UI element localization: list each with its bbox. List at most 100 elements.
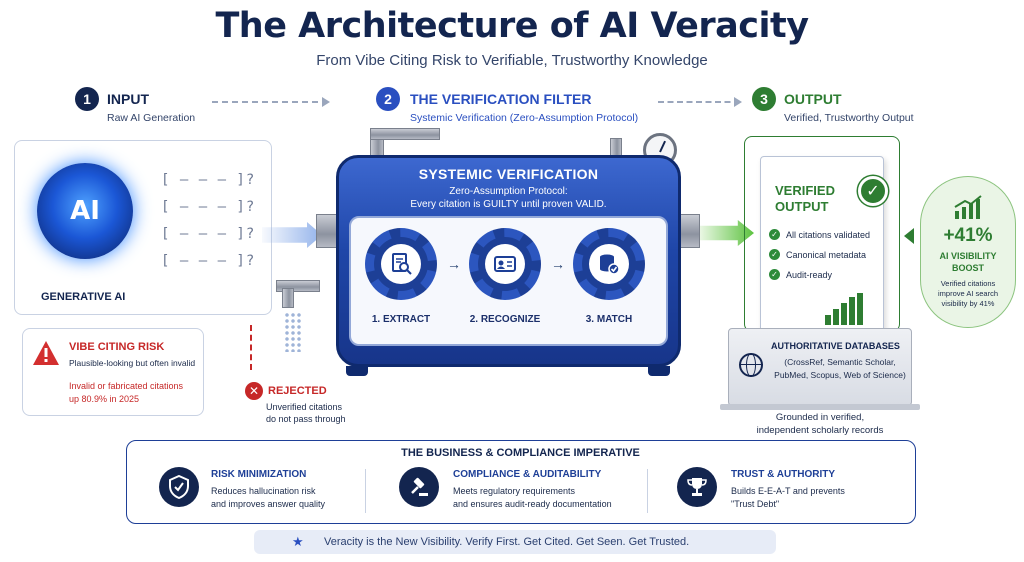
page-subtitle: From Vibe Citing Risk to Verifiable, Tru… [316,52,708,69]
databases-line1: (CrossRef, Semantic Scholar, [784,357,896,367]
risk-stat-line1: Invalid or fabricated citations [69,381,184,391]
bar-chart-icon [825,293,865,330]
boost-label-line2: BOOST [951,263,984,273]
boost-label-line1: AI VISIBILITY [939,251,997,261]
ai-brain-label: AI [70,196,100,226]
risk-stat-line2: up 80.9% in 2025 [69,394,140,404]
ai-brain-icon: AI [37,163,133,259]
check-icon: ✓ [769,249,780,260]
dashed-arrow-2 [658,97,742,107]
bullet-item: ✓ All citations validated [769,229,870,240]
citation-placeholder: [ — — — ]? [161,226,256,242]
step-subtitle-filter: Systemic Verification (Zero-Assumption P… [410,112,639,124]
tagline-pill: ★ Veracity is the New Visibility. Verify… [254,530,776,554]
machine-foot-left [346,366,368,376]
tagline-text: Veracity is the New Visibility. Verify F… [324,536,690,548]
verified-check-badge-icon: ✓ [858,176,888,206]
rejected-particles [284,312,302,352]
verified-title-line2: OUTPUT [775,199,829,214]
step-subtitle-input: Raw AI Generation [107,112,196,124]
reject-dashed-line [250,325,252,370]
match-gear [573,228,645,300]
rejected-line2: do not pass through [266,414,346,424]
risk-title: VIBE CITING RISK [69,341,165,353]
step-title-filter: THE VERIFICATION FILTER [410,91,592,107]
bullet-item: ✓ Audit-ready [769,269,832,280]
bullet-text: Audit-ready [786,269,833,280]
step-title-input: INPUT [107,91,149,107]
business-title: THE BUSINESS & COMPLIANCE IMPERATIVE [401,447,640,459]
drain-pipe-vertical [282,288,294,308]
star-icon: ★ [292,534,304,549]
business-text-risk-2: and improves answer quality [211,499,326,509]
machine-title: SYSTEMIC VERIFICATION [418,166,599,182]
shield-check-icon [159,467,199,507]
stage-label-match: 3. MATCH [585,314,633,325]
pedestal-base [720,404,920,410]
boost-badge: +41% AI VISIBILITY BOOST Verified citati… [920,176,1016,328]
warning-icon [31,339,61,367]
machine-window: → → 1. EXTRACT 2. RECOGNIZE 3. MATCH [349,216,668,346]
boost-pointer-icon [904,228,914,244]
verified-title-line1: VERIFIED [775,183,835,198]
step-number-3: 3 [752,87,776,111]
business-text-trust-1: Builds E-E-A-T and prevents [731,486,845,496]
machine-foot-right [648,366,670,376]
bullet-text: All citations validated [786,229,871,240]
boost-desc-line3: visibility by 41% [941,299,995,308]
step-subtitle-output: Verified, Trustworthy Output [784,112,914,124]
citation-placeholder: [ — — — ]? [161,253,256,269]
vibe-risk-card: VIBE CITING RISK Plausible-looking but o… [22,328,204,416]
business-text-compliance-2: and ensures audit-ready documentation [453,499,612,509]
stage-arrow-icon: → [551,256,565,272]
check-icon: ✓ [769,229,780,240]
globe-icon [739,353,763,377]
boost-value: +41% [943,225,993,246]
boost-desc-line2: improve AI search [937,289,999,298]
business-heading-risk: RISK MINIMIZATION [211,469,307,480]
citation-placeholder: [ — — — ]? [161,199,256,215]
growth-chart-icon [953,195,983,224]
identity-card-icon [494,256,516,272]
stage-label-recognize: 2. RECOGNIZE [469,314,541,325]
reject-x-icon: ✕ [245,382,263,400]
step-title-output: OUTPUT [784,91,842,107]
business-heading-compliance: COMPLIANCE & AUDITABILITY [453,469,602,480]
generative-ai-caption: GENERATIVE AI [41,291,126,303]
stage-arrow-icon: → [447,256,461,272]
machine-protocol-line1: Zero-Assumption Protocol: [449,186,568,197]
extract-gear [365,228,437,300]
business-text-risk-1: Reduces hallucination risk [211,486,316,496]
step-number-1: 1 [75,87,99,111]
divider [647,469,648,513]
top-pipe-horizontal [370,128,440,140]
databases-title: AUTHORITATIVE DATABASES [771,341,900,351]
business-panel: THE BUSINESS & COMPLIANCE IMPERATIVE RIS… [126,440,916,524]
citation-placeholder: [ — — — ]? [161,172,256,188]
business-text-compliance-1: Meets regulatory requirements [453,486,576,496]
step-number-2: 2 [376,87,400,111]
dashed-arrow-1 [212,97,330,107]
databases-pedestal: AUTHORITATIVE DATABASES (CrossRef, Seman… [728,328,912,406]
database-check-icon [600,254,620,275]
check-icon: ✓ [769,269,780,280]
document-search-icon [392,253,412,275]
input-card: AI [ — — — ]? [ — — — ]? [ — — — ]? [ — … [14,140,272,315]
stage-label-extract: 1. EXTRACT [371,314,431,325]
databases-caption-line2: independent scholarly records [756,425,884,436]
divider [365,469,366,513]
recognize-gear [469,228,541,300]
business-text-trust-2: "Trust Debt" [731,499,780,509]
boost-desc-line1: Verified citations [940,279,996,288]
risk-description: Plausible-looking but often invalid [69,358,196,368]
gavel-icon [399,467,439,507]
verification-machine: SYSTEMIC VERIFICATION Zero-Assumption Pr… [336,155,681,367]
databases-line2: PubMed, Scopus, Web of Science) [774,370,906,380]
bullet-item: ✓ Canonical metadata [769,249,866,260]
machine-protocol-line2: Every citation is GUILTY until proven VA… [410,199,607,210]
rejected-title: REJECTED [268,385,327,397]
bullet-text: Canonical metadata [786,249,867,260]
trophy-icon [677,467,717,507]
page-title: The Architecture of AI Veracity [215,6,809,46]
rejected-line1: Unverified citations [266,402,343,412]
